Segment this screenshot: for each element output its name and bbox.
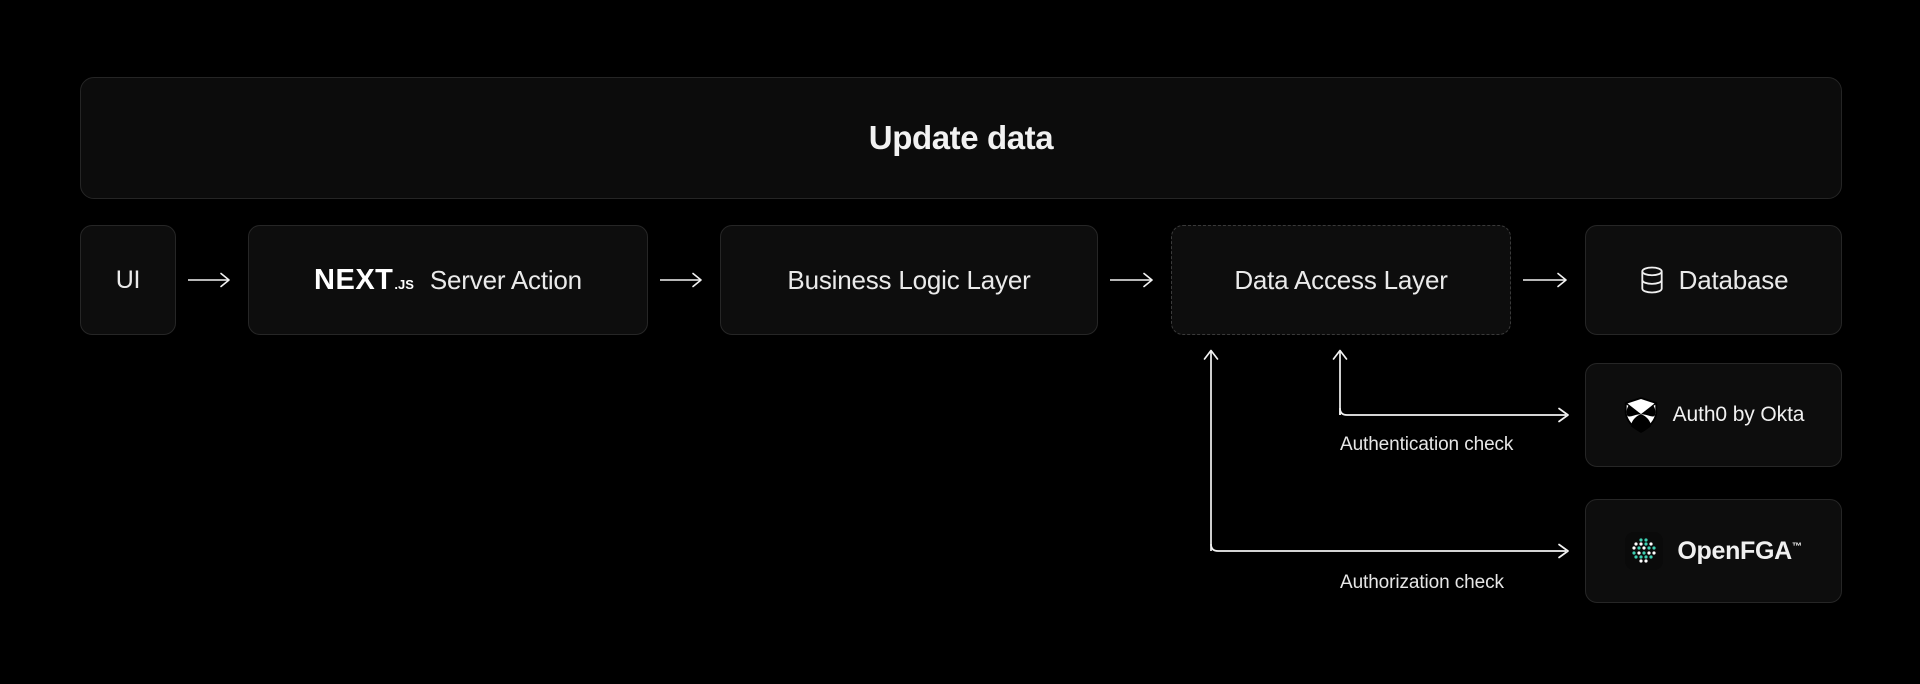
node-auth0[interactable]: Auth0 by Okta [1585, 363, 1842, 467]
node-ui[interactable]: UI [80, 225, 176, 335]
arrow-right-icon [1523, 272, 1567, 288]
node-business-logic-layer[interactable]: Business Logic Layer [720, 225, 1098, 335]
connector-caption-authorization: Authorization check [1340, 572, 1504, 593]
connector-caption-authentication: Authentication check [1340, 434, 1514, 455]
node-data-access-layer[interactable]: Data Access Layer [1171, 225, 1511, 335]
connector-authentication [1332, 349, 1569, 423]
node-openfga[interactable]: OpenFGA™ [1585, 499, 1842, 603]
arrow-right-icon [660, 272, 702, 288]
nextjs-wordmark-text: NEXT [314, 263, 394, 296]
arrow-data-access-to-database [1523, 268, 1573, 292]
node-openfga-label: OpenFGA™ [1677, 536, 1802, 566]
node-openfga-label-text: OpenFGA [1677, 536, 1792, 565]
node-server-action[interactable]: NEXT.JS Server Action [248, 225, 648, 335]
update-data-banner: Update data [80, 77, 1842, 199]
arrow-right-icon [1110, 272, 1153, 288]
openfga-hex-dots-icon [1625, 532, 1664, 570]
auth0-shield-icon [1624, 397, 1657, 433]
arrow-business-logic-to-data-access [1110, 268, 1159, 292]
trademark-symbol: ™ [1791, 541, 1802, 553]
nextjs-wordmark-suffix: .JS [394, 276, 414, 292]
node-data-access-label: Data Access Layer [1234, 264, 1448, 295]
openfga-dots-svg [1632, 538, 1656, 563]
arrow-ui-to-server-action [188, 268, 236, 292]
node-database-label: Database [1678, 264, 1789, 295]
database-icon [1641, 266, 1663, 294]
node-server-action-label: Server Action [429, 264, 582, 295]
arrow-right-icon [188, 272, 230, 288]
arrow-server-action-to-business-logic [660, 268, 708, 292]
page-title: Update data [868, 119, 1054, 156]
node-ui-label: UI [115, 265, 141, 294]
node-database[interactable]: Database [1585, 225, 1842, 335]
node-auth0-label: Auth0 by Okta [1672, 403, 1805, 426]
node-business-logic-label: Business Logic Layer [787, 264, 1031, 295]
nextjs-wordmark: NEXT.JS [314, 264, 414, 297]
